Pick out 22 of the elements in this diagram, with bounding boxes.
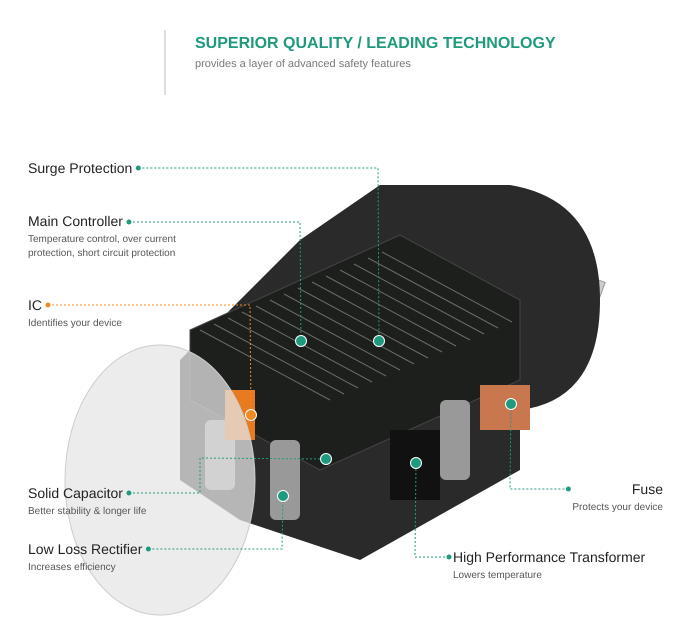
leader-line: [136, 166, 380, 336]
callout-description: Increases efficiency: [28, 561, 117, 575]
callout-description: Identifies your device: [28, 317, 122, 331]
callout-description: Better stability & longer life: [28, 505, 146, 519]
callout-title: Low Loss Rectifier: [28, 541, 142, 557]
leader-line: [414, 468, 452, 560]
callout-title: IC: [28, 297, 42, 313]
leader-line: [126, 220, 302, 336]
callout-title: High Performance Transformer: [453, 549, 646, 565]
callout-description: Temperature control, over current protection, short circuit protection: [28, 233, 177, 261]
leader-line: [126, 458, 320, 496]
callout-title: Solid Capacitor: [28, 485, 123, 501]
callout-title: Main Controller: [28, 213, 123, 229]
leader-line: [46, 302, 252, 410]
callout-description: Protects your device: [572, 501, 663, 515]
subheading: provides a layer of advanced safety features: [195, 58, 411, 70]
callout-description: Lowers temperature: [453, 569, 543, 583]
heading: SUPERIOR QUALITY / LEADING TECHNOLOGY: [195, 35, 556, 53]
leader-line: [510, 410, 571, 492]
callout-title: Fuse: [632, 481, 663, 497]
leader-line: [146, 502, 284, 552]
callout-title: Surge Protection: [28, 160, 132, 176]
